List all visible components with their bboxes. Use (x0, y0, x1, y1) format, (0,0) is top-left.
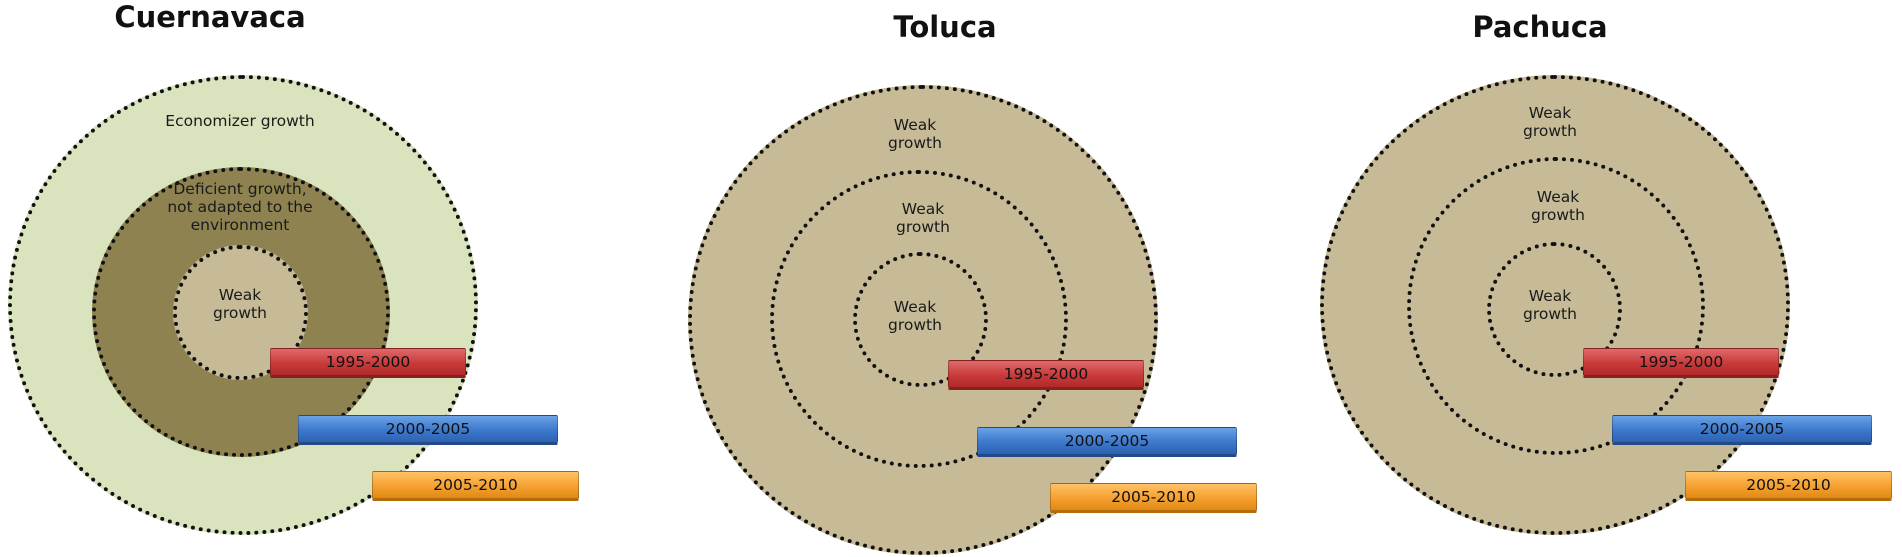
pachuca-inner-ring (1487, 242, 1622, 377)
cuernavaca-period-2005-2010: 2005-2010 (372, 471, 579, 501)
pachuca-middle-label: Weak growth (1531, 188, 1585, 224)
toluca-middle-label: Weak growth (896, 200, 950, 236)
pachuca-title: Pachuca (1472, 10, 1608, 44)
toluca-period-2005-2010: 2005-2010 (1050, 483, 1257, 513)
toluca-inner-label: Weak growth (888, 298, 942, 334)
pachuca-outer-ring (1320, 75, 1790, 535)
pachuca-inner-label: Weak growth (1523, 287, 1577, 323)
pachuca-outer-label: Weak growth (1523, 104, 1577, 140)
toluca-title: Toluca (893, 10, 997, 44)
toluca-outer-label: Weak growth (888, 116, 942, 152)
pachuca-middle-ring (1407, 157, 1705, 455)
cuernavaca-inner-label: Weak growth (213, 286, 267, 322)
toluca-period-1995-2000: 1995-2000 (948, 360, 1144, 390)
cuernavaca-panel: Cuernavaca Economizer growth Deficient g… (0, 0, 600, 557)
pachuca-period-2000-2005: 2000-2005 (1612, 415, 1872, 445)
cuernavaca-outer-label: Economizer growth (165, 112, 315, 130)
pachuca-period-2005-2010: 2005-2010 (1685, 471, 1892, 501)
toluca-middle-ring (770, 170, 1068, 468)
pachuca-period-1995-2000: 1995-2000 (1583, 348, 1779, 378)
cuernavaca-title: Cuernavaca (114, 0, 306, 34)
cuernavaca-period-1995-2000: 1995-2000 (270, 348, 466, 378)
toluca-inner-ring (853, 252, 988, 387)
toluca-outer-ring (688, 85, 1158, 555)
cuernavaca-middle-label: Deficient growth, not adapted to the env… (167, 180, 313, 234)
toluca-period-2000-2005: 2000-2005 (977, 427, 1237, 457)
cuernavaca-period-2000-2005: 2000-2005 (298, 415, 558, 445)
